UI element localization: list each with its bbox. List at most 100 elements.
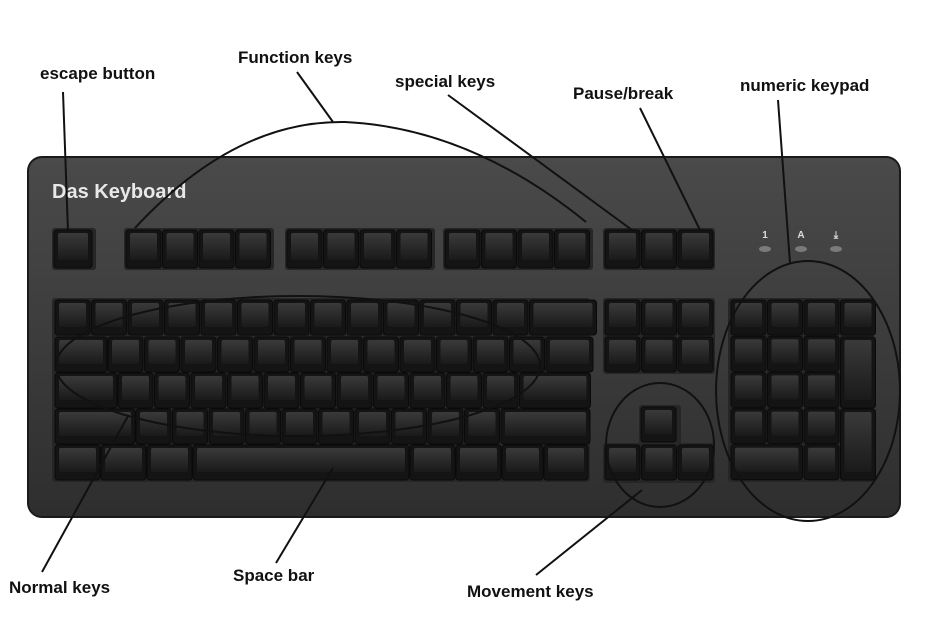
normal-key bbox=[144, 336, 180, 373]
ctrl-key bbox=[543, 444, 589, 481]
numpad-key bbox=[767, 408, 803, 445]
numpad-key bbox=[840, 299, 876, 336]
normal-key bbox=[237, 299, 273, 336]
normal-key bbox=[464, 408, 500, 445]
normal-key bbox=[419, 299, 456, 336]
indicator-scroll-lock-label: ⤓ bbox=[833, 230, 839, 241]
arrow-key bbox=[641, 444, 677, 481]
left-shift-key bbox=[54, 408, 136, 445]
normal-key bbox=[190, 372, 227, 409]
numpad-key bbox=[730, 371, 767, 408]
function-key bbox=[198, 229, 235, 269]
windows-key bbox=[455, 444, 502, 481]
function-key bbox=[323, 229, 359, 269]
function-key bbox=[235, 229, 271, 269]
normal-key bbox=[117, 372, 154, 409]
normal-keys-outline bbox=[55, 295, 541, 437]
movement-keys-outline bbox=[605, 382, 715, 508]
function-key bbox=[359, 229, 396, 269]
normal-key bbox=[363, 336, 399, 373]
navigation-key bbox=[641, 336, 677, 373]
normal-key bbox=[310, 299, 346, 336]
pause-break-key bbox=[677, 229, 714, 269]
numpad-zero-key bbox=[730, 444, 803, 481]
navigation-key bbox=[641, 299, 677, 336]
normal-keys-label: Normal keys bbox=[9, 578, 111, 597]
special-key bbox=[641, 229, 677, 269]
numpad-key bbox=[803, 299, 840, 336]
normal-key bbox=[383, 299, 419, 336]
ctrl-key bbox=[54, 444, 101, 481]
indicator-caps-lock-label: A bbox=[797, 230, 804, 241]
movement-pointer bbox=[535, 489, 643, 576]
indicator-light bbox=[795, 246, 807, 252]
normal-key bbox=[336, 372, 373, 409]
tab-key bbox=[54, 336, 108, 373]
backslash-key bbox=[545, 336, 594, 373]
brand-logo: Das Keyboard bbox=[52, 181, 187, 203]
numpad-key bbox=[803, 335, 840, 372]
normal-key bbox=[273, 299, 310, 336]
normal-key bbox=[245, 408, 281, 445]
function-key bbox=[396, 229, 432, 269]
navigation-key bbox=[677, 299, 714, 336]
normal-key bbox=[373, 372, 409, 409]
enter-key bbox=[519, 372, 591, 409]
escape-button-label: escape button bbox=[40, 64, 156, 83]
pause-pointer bbox=[639, 107, 701, 231]
normal-key bbox=[509, 336, 545, 373]
normal-key bbox=[200, 299, 237, 336]
pause-break-label: Pause/break bbox=[573, 84, 674, 103]
arrow-key bbox=[677, 444, 714, 481]
navigation-key bbox=[604, 299, 641, 336]
numpad-key bbox=[803, 371, 840, 408]
space-pointer bbox=[275, 467, 334, 564]
arrow-up-key bbox=[640, 406, 677, 443]
special-keys-label: special keys bbox=[395, 72, 496, 91]
numpad-key bbox=[767, 371, 803, 408]
normal-key bbox=[54, 299, 91, 336]
normal-key bbox=[263, 372, 300, 409]
normal-key bbox=[227, 372, 263, 409]
indicator-num-lock-label: 1 bbox=[762, 230, 768, 241]
arrow-key bbox=[604, 444, 641, 481]
normal-key bbox=[107, 336, 144, 373]
normal-key bbox=[436, 336, 472, 373]
special-pointer bbox=[447, 94, 633, 231]
normal-key bbox=[472, 336, 509, 373]
normal-key bbox=[346, 299, 383, 336]
normal-key bbox=[127, 299, 164, 336]
normal-key bbox=[135, 408, 172, 445]
function-key bbox=[481, 229, 517, 269]
function-key bbox=[517, 229, 554, 269]
special-key bbox=[604, 229, 641, 269]
function-key bbox=[554, 229, 590, 269]
normal-key bbox=[290, 336, 326, 373]
normal-key bbox=[217, 336, 253, 373]
normal-key bbox=[399, 336, 436, 373]
numeric-keypad-outline bbox=[715, 260, 901, 522]
windows-key bbox=[100, 444, 147, 481]
function-key bbox=[125, 229, 162, 269]
numpad-plus-key bbox=[840, 336, 876, 409]
normal-key bbox=[154, 372, 190, 409]
numpad-key bbox=[730, 408, 767, 445]
numpad-key bbox=[730, 299, 767, 336]
normal-key bbox=[409, 372, 446, 409]
function-key bbox=[444, 229, 481, 269]
indicator-lights: 1 A ⤓ bbox=[759, 230, 842, 252]
normal-key bbox=[427, 408, 464, 445]
normal-key bbox=[492, 299, 529, 336]
normal-key bbox=[180, 336, 217, 373]
normal-key bbox=[208, 408, 245, 445]
space-bar-key bbox=[192, 444, 410, 481]
function-keys-label: Function keys bbox=[238, 48, 353, 67]
function-keys-arc bbox=[134, 120, 587, 229]
function-pointer bbox=[296, 71, 334, 123]
normal-pointer bbox=[41, 415, 129, 573]
indicator-light bbox=[830, 246, 842, 252]
caps-lock-key bbox=[54, 372, 118, 409]
escape-key bbox=[53, 229, 93, 269]
